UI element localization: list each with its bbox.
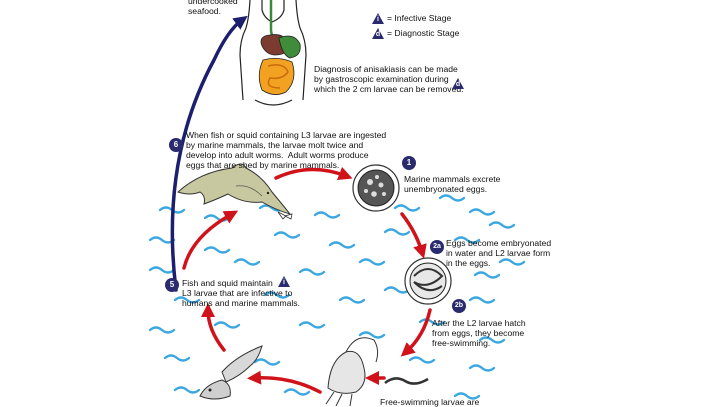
diagnostic-label: = Diagnostic Stage [387,28,460,38]
step-2a-badge: 2a [430,240,444,254]
embryonated-egg [404,257,452,305]
arrow-2a-to-2b [400,308,432,357]
infective-label: = Infective Stage [387,13,452,23]
arrow-to-human [170,15,248,292]
life-cycle-arrows [182,166,432,394]
arrow-crustacean-to-fish [247,370,322,394]
legend-infective: i = Infective Stage [372,12,451,24]
step-6-text: When fish or squid containing L3 larvae … [186,130,387,170]
digestive-organs [258,0,301,95]
arrow-5-to-6 [182,210,239,270]
diagnosis-text: Diagnosis of anisakiasis can be made by … [314,64,464,94]
step-2b-badge: 2b [452,299,466,313]
step-5-badge: 5 [165,278,179,292]
arrow-fish-to-5 [201,303,226,352]
top-text: undercooked seafood. [188,0,238,16]
diagnostic-badge-icon: d [372,27,384,39]
step-2a-text: Eggs become embryonated in water and L2 … [446,238,552,268]
fish-illustration [199,345,263,400]
crustacean-illustration [325,337,379,406]
step-5-text: Fish and squid maintain L3 larvae that a… [182,278,300,308]
step-5-infective-badge-icon: i [278,276,290,287]
step-1-text: Marine mammals excrete unembryonated egg… [404,174,501,194]
unembryonated-egg [352,164,400,212]
diagnosis-badge-icon: d [452,78,464,89]
step-6-badge: 6 [169,138,183,152]
arrow-6-to-1 [274,166,353,180]
bottom-text: Free-swimming larvae are [380,397,480,407]
dolphin-illustration [177,163,293,220]
legend-diagnostic: d = Diagnostic Stage [372,27,459,39]
arrow-1-to-2a [400,212,427,259]
step-1-badge: 1 [402,156,416,170]
step-2b-text: After the L2 larvae hatch from eggs, the… [432,318,526,348]
free-swimming-larva [384,377,429,385]
infective-badge-icon: i [372,12,384,24]
